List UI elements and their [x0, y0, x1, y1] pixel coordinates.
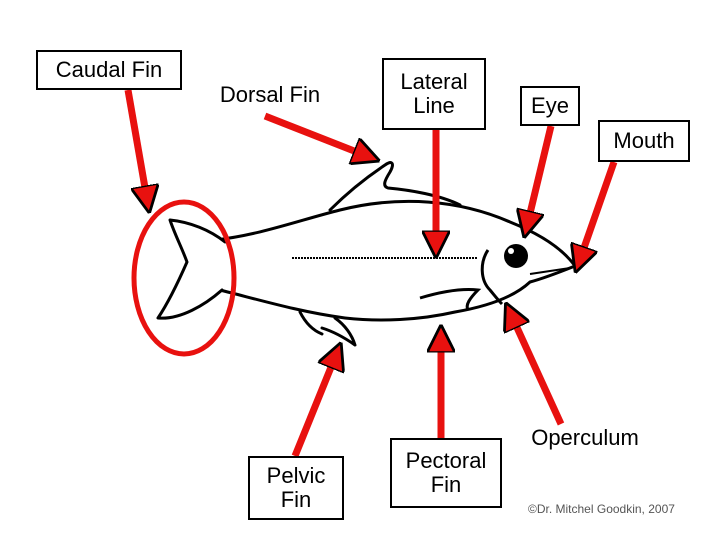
- operculum-line: [480, 249, 504, 306]
- caudal-fin-label: Caudal Fin: [36, 50, 182, 90]
- dorsal-fin-shape: [328, 161, 462, 212]
- fish-body: [213, 199, 577, 322]
- mouth-line: [529, 267, 571, 275]
- lateral-line-label: Lateral Line: [382, 58, 486, 130]
- mouth-label: Mouth: [598, 120, 690, 162]
- caudal-fin-shape: [156, 218, 227, 320]
- caudal-fin-highlight: [131, 199, 237, 357]
- fish-outline: [156, 161, 577, 347]
- pelvic-fin-label: Pelvic Fin: [248, 456, 344, 520]
- copyright-credit: ©Dr. Mitchel Goodkin, 2007: [528, 502, 675, 516]
- arrow-eye: [526, 125, 555, 230]
- arrow-operculum: [509, 310, 565, 426]
- pelvic-fin-shape: [320, 316, 357, 347]
- arrow-mouth: [578, 160, 618, 265]
- arrow-dorsal-fin: [263, 112, 372, 158]
- pectoral-fin-label: Pectoral Fin: [390, 438, 502, 508]
- arrow-caudal-fin: [124, 89, 148, 205]
- operculum-label: Operculum: [531, 425, 639, 450]
- arrow-pelvic-fin: [291, 350, 338, 458]
- eye-mark: [504, 244, 528, 268]
- dorsal-fin-label: Dorsal Fin: [219, 82, 321, 107]
- pectoral-fin-shape: [419, 288, 482, 311]
- eye-label: Eye: [520, 86, 580, 126]
